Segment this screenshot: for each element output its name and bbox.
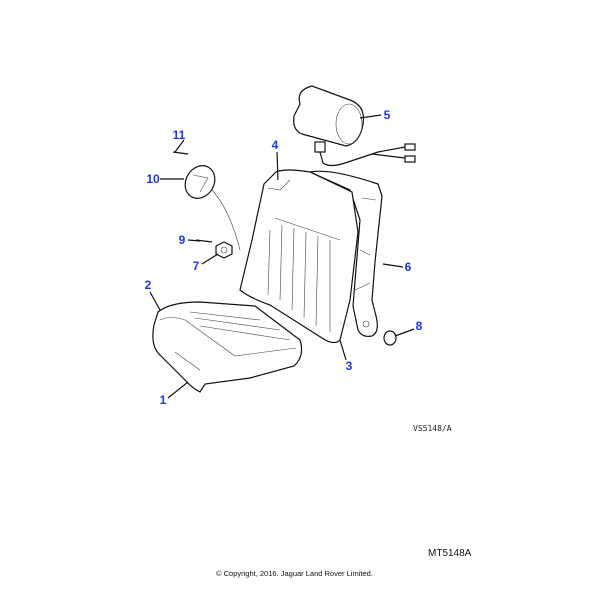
callout-1[interactable]: 1 bbox=[159, 393, 167, 407]
leader-lines bbox=[149, 114, 415, 399]
seat-back-frame bbox=[308, 170, 383, 337]
pin-part-11 bbox=[172, 151, 189, 155]
copyright-text: © Copyright, 2016. Jaguar Land Rover Lim… bbox=[216, 569, 373, 578]
seat-back bbox=[239, 169, 359, 344]
seat-cushion bbox=[152, 301, 303, 393]
small-parts bbox=[172, 151, 397, 346]
reference-code: VS5148/A bbox=[413, 424, 452, 433]
callout-8[interactable]: 8 bbox=[415, 319, 423, 333]
callout-5[interactable]: 5 bbox=[383, 108, 391, 122]
callout-9[interactable]: 9 bbox=[178, 233, 186, 247]
callout-7[interactable]: 7 bbox=[192, 259, 200, 273]
illustration-code: MT5148A bbox=[428, 548, 472, 559]
callout-6[interactable]: 6 bbox=[404, 260, 412, 274]
callout-11[interactable]: 11 bbox=[172, 128, 186, 142]
headrest bbox=[293, 85, 416, 167]
callout-3[interactable]: 3 bbox=[345, 359, 353, 373]
callout-10[interactable]: 10 bbox=[146, 172, 160, 186]
plug-part-8 bbox=[383, 330, 397, 346]
callout-4[interactable]: 4 bbox=[271, 138, 279, 152]
knob-part-7 bbox=[215, 241, 233, 259]
cover-part-10 bbox=[184, 165, 216, 199]
callout-2[interactable]: 2 bbox=[144, 278, 152, 292]
